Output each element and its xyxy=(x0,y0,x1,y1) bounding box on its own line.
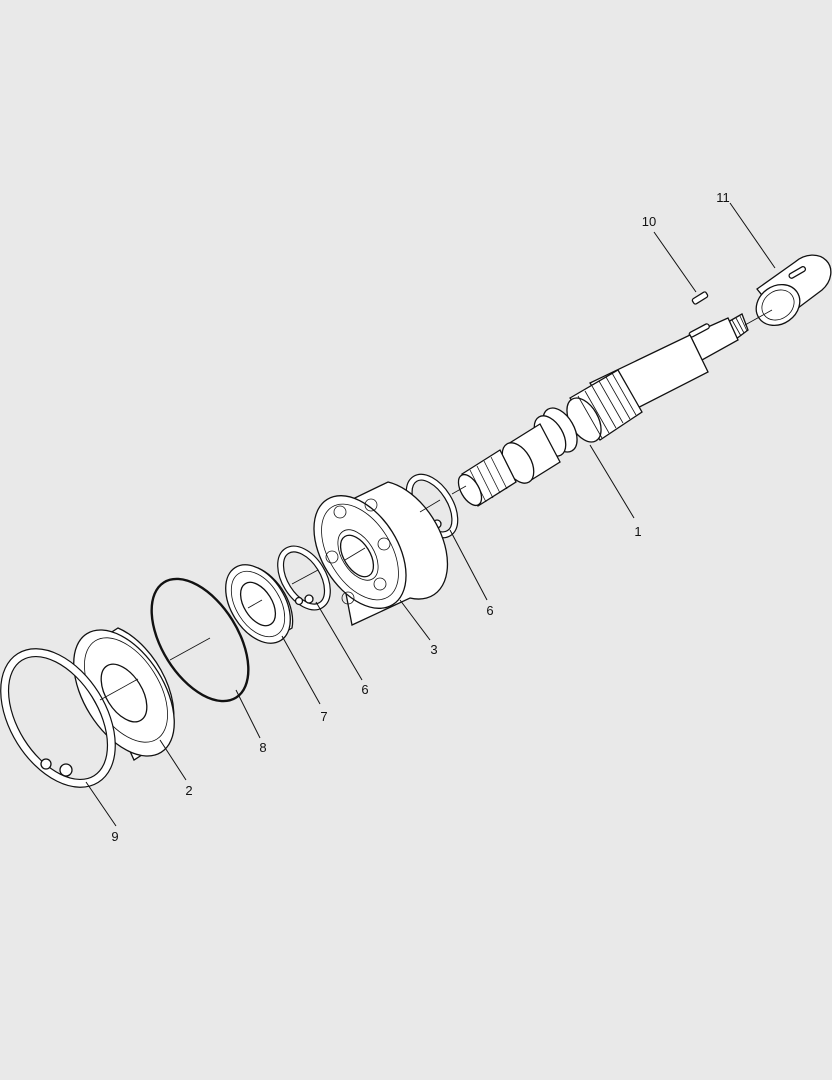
callout-7: 7 xyxy=(320,709,327,724)
callout-8: 8 xyxy=(259,740,266,755)
leader-lines xyxy=(85,202,776,827)
callout-3: 3 xyxy=(430,642,437,657)
callout-9: 9 xyxy=(111,829,118,844)
part-11-sleeve xyxy=(755,254,832,327)
part-6-snap-ring-lower xyxy=(277,545,331,611)
callout-1: 1 xyxy=(634,524,641,539)
part-1-shaft xyxy=(457,313,749,507)
part-7-seal xyxy=(225,564,294,644)
callout-10: 10 xyxy=(642,214,656,229)
callout-labels: 1 2 3 6 6 7 8 9 10 11 xyxy=(111,190,729,844)
part-8-o-ring xyxy=(150,577,250,703)
callout-6-lower: 6 xyxy=(361,682,368,697)
part-3-bearing xyxy=(313,481,449,626)
assembly-axis xyxy=(99,309,773,701)
part-2-retainer xyxy=(73,627,175,761)
callout-11: 11 xyxy=(716,190,730,205)
part-9-large-snap-ring xyxy=(0,648,116,788)
part-10-key xyxy=(691,291,709,305)
callout-6-upper: 6 xyxy=(486,603,493,618)
callout-2: 2 xyxy=(185,783,192,798)
